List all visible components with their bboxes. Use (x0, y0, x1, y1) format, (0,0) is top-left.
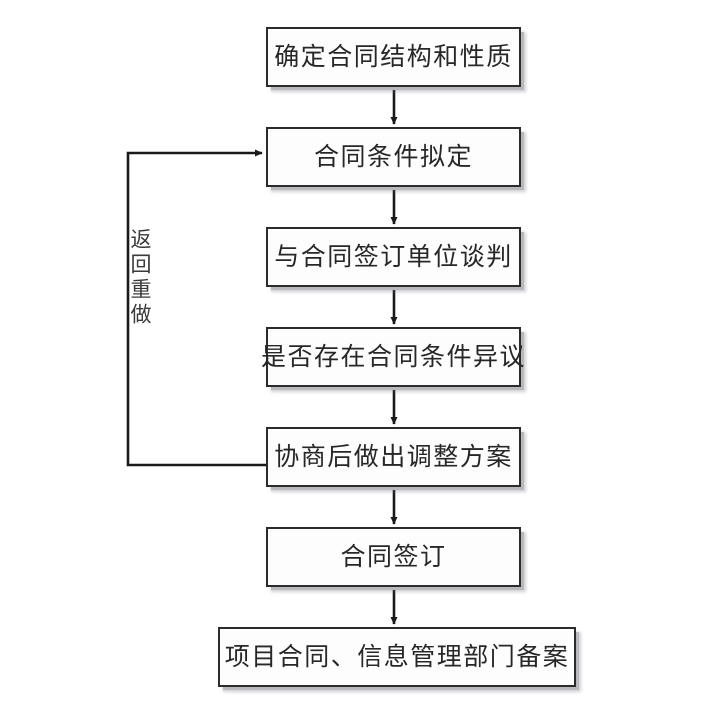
node-draft-contract-terms[interactable]: 合同条件拟定 (266, 127, 521, 187)
node-negotiate-with-signing-party[interactable]: 与合同签订单位谈判 (266, 227, 521, 287)
node-label: 是否存在合同条件异议 (261, 343, 527, 371)
node-label: 与合同签订单位谈判 (274, 243, 513, 271)
node-label: 合同条件拟定 (313, 143, 473, 171)
node-contract-signing[interactable]: 合同签订 (266, 527, 521, 587)
node-label: 项目合同、信息管理部门备案 (224, 643, 570, 671)
node-label: 协商后做出调整方案 (274, 443, 513, 471)
feedback-loop-label: 返回重做 (128, 228, 152, 328)
node-label: 确定合同结构和性质 (274, 43, 513, 71)
node-adjustment-plan-after-negotiation[interactable]: 协商后做出调整方案 (266, 427, 521, 487)
node-filing-with-info-management-dept[interactable]: 项目合同、信息管理部门备案 (218, 627, 576, 687)
node-check-terms-objection[interactable]: 是否存在合同条件异议 (261, 327, 525, 387)
node-determine-contract-structure[interactable]: 确定合同结构和性质 (266, 27, 521, 87)
node-label: 合同签订 (340, 543, 447, 571)
